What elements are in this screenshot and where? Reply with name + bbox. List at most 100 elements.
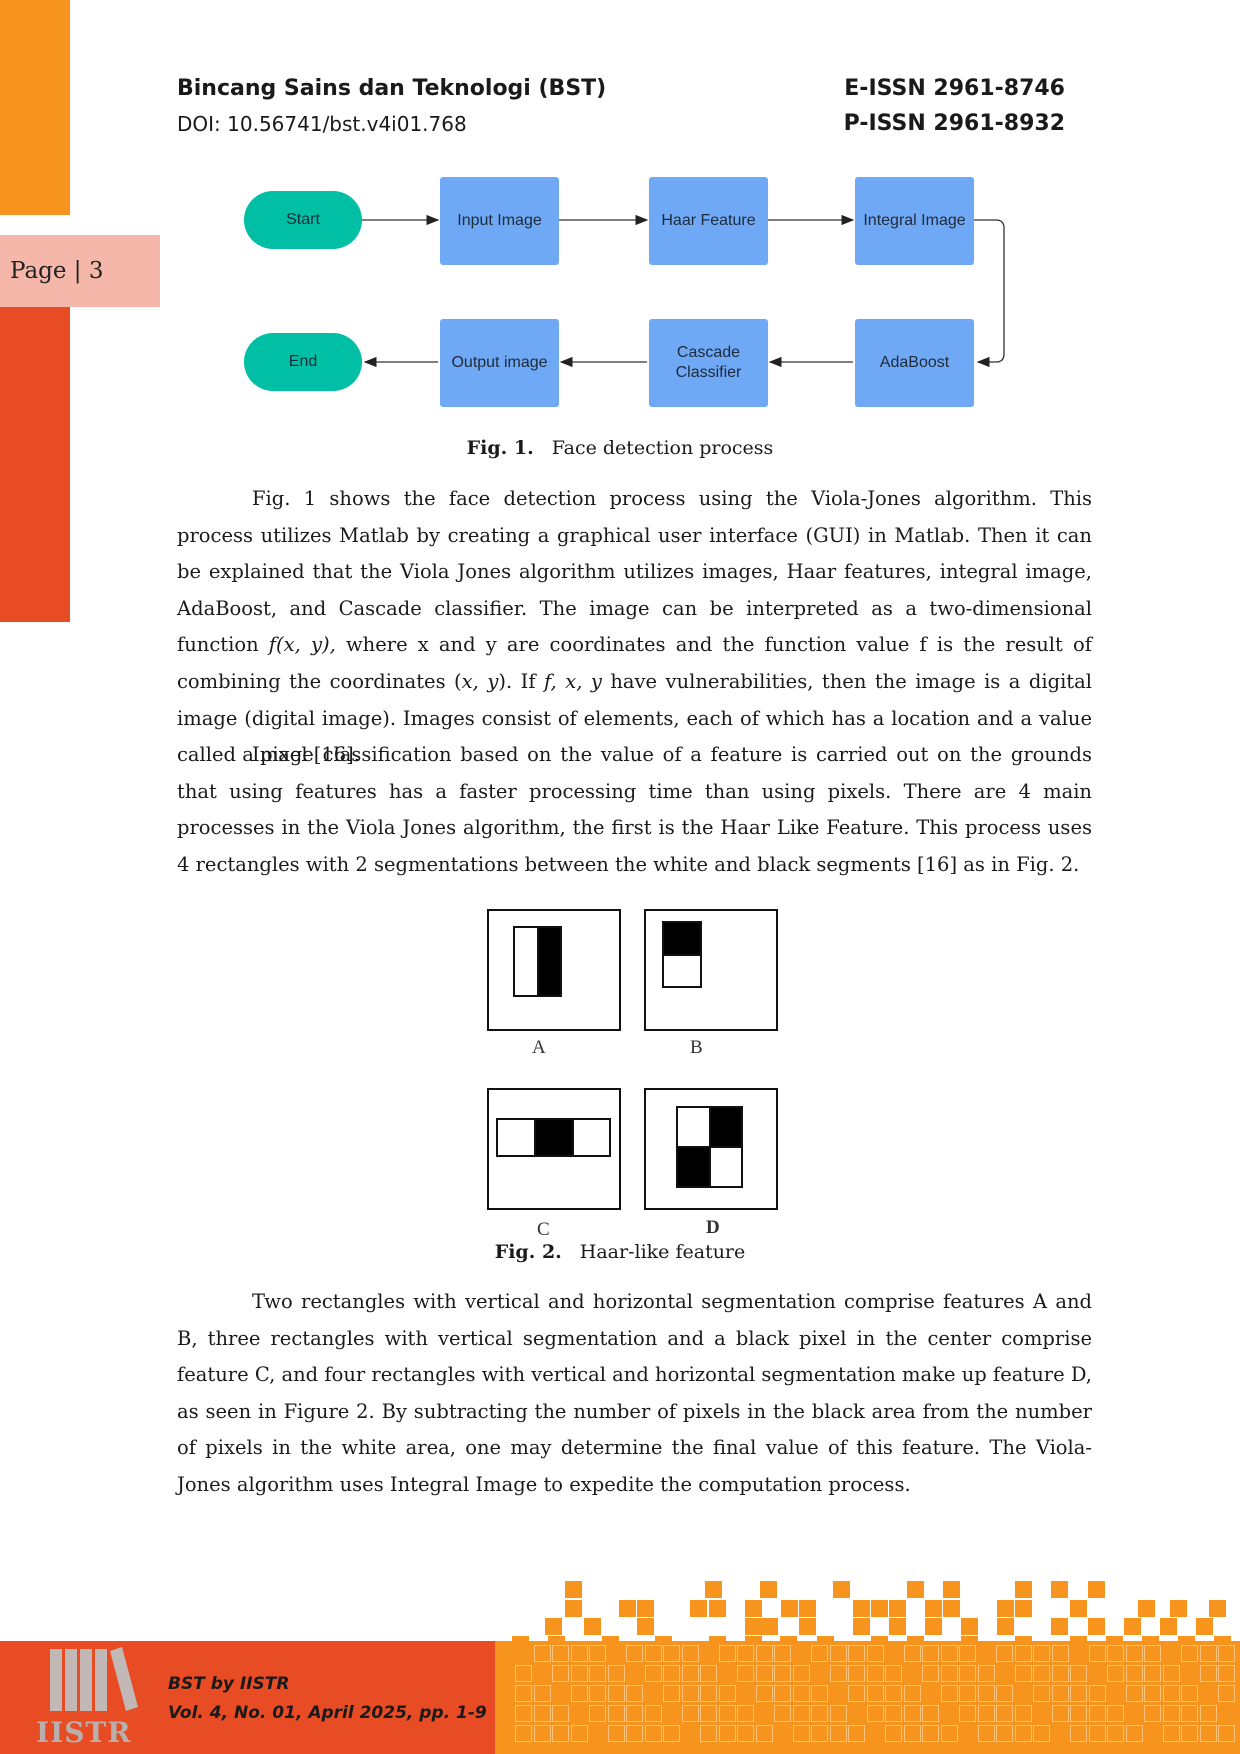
footer-pixel-outline [792, 1685, 810, 1702]
footer-pixel [1160, 1618, 1177, 1635]
footer-pixel-outline [681, 1665, 699, 1682]
node-start: Start [244, 191, 362, 249]
footer-pixel-outline [1125, 1685, 1143, 1702]
footer-pixel-outline [644, 1645, 662, 1662]
footer-pixel-outline [792, 1725, 810, 1742]
footer-pixel-outline [737, 1705, 754, 1722]
footer-pixel-outline [755, 1685, 773, 1702]
footer-pixel-outline [700, 1725, 717, 1742]
footer-pixel-outline [1181, 1685, 1198, 1702]
footer-pixel [745, 1636, 762, 1653]
footer-pixel-outline [774, 1645, 791, 1662]
footer-pixel [690, 1600, 707, 1617]
footer-pixel-outline [996, 1705, 1013, 1722]
footer-pixel-outline [1088, 1645, 1106, 1662]
footer-pixel-outline [533, 1705, 551, 1722]
footer-pixel-outline [626, 1725, 643, 1742]
footer-pixel-outline [903, 1725, 921, 1742]
p3-text: Two rectangles with vertical and horizon… [177, 1290, 1092, 1496]
footer-pixel [760, 1581, 777, 1598]
footer-pixel-outline [922, 1665, 939, 1682]
footer-pixel-outline [866, 1685, 884, 1702]
footer-pixel-outline [1144, 1645, 1161, 1662]
footer-pixel-outline [533, 1645, 551, 1662]
footer-pixel-outline [977, 1665, 995, 1682]
footer-pixel-outline [1088, 1705, 1106, 1722]
footer-pixel-outline [885, 1705, 902, 1722]
footer-pixel [833, 1581, 850, 1598]
node-cascade-line1: Cascade [676, 344, 741, 361]
footer-pixel [1070, 1600, 1087, 1617]
journal-title: Bincang Sains dan Teknologi (BST) [177, 76, 607, 101]
footer-pixel-outline [718, 1645, 736, 1662]
haar-d-black-bl [676, 1146, 711, 1188]
node-input-image: Input Image [440, 177, 559, 265]
footer-pixel-outline [755, 1725, 773, 1742]
haar-b-black [662, 921, 702, 956]
footer-pixel-outline [903, 1645, 921, 1662]
footer-pixel-outline [829, 1705, 847, 1722]
footer-pixel-outline [1088, 1725, 1106, 1742]
footer-pixel [565, 1581, 582, 1598]
fig1-caption: Fig. 1.Face detection process [0, 437, 1240, 459]
footer-pixel [871, 1636, 888, 1653]
footer-pixel-outline [663, 1645, 680, 1662]
fig2-number: Fig. 2. [494, 1241, 562, 1263]
footer-pixel-outline [663, 1665, 680, 1682]
footer-pixel-outline [607, 1705, 625, 1722]
footer-pixel-outline [1107, 1705, 1124, 1722]
footer-pixel-outline [866, 1705, 884, 1722]
footer-pixel-outline [1181, 1705, 1198, 1722]
footer-pixel [1015, 1636, 1032, 1653]
haar-c-black-center [534, 1118, 574, 1157]
eissn: E-ISSN 2961-8746 [844, 76, 1065, 101]
footer-pixel [1015, 1581, 1032, 1598]
footer-pixel [889, 1618, 906, 1635]
footer-pixel-outline [515, 1725, 532, 1742]
footer-pixel-outline [903, 1705, 921, 1722]
footer-pixel-outline [1014, 1665, 1032, 1682]
footer-pixel [512, 1636, 529, 1653]
footer-pixel-outline [1181, 1645, 1198, 1662]
footer-pixel-outline [1070, 1705, 1087, 1722]
footer-pixel-outline [1033, 1645, 1050, 1662]
footer-pixel-outline [1125, 1725, 1143, 1742]
footer-pixel-outline [885, 1665, 902, 1682]
footer-pixel-outline [755, 1645, 773, 1662]
footer-pixel-outline [1014, 1725, 1032, 1742]
footer-pixel [1015, 1600, 1032, 1617]
node-end: End [244, 333, 362, 391]
footer-pixel-outline [552, 1665, 569, 1682]
footer-pixel-outline [1070, 1665, 1087, 1682]
footer-pixel-outline [1199, 1705, 1217, 1722]
footer-pixel [1106, 1636, 1123, 1653]
footer-pixel-outline [644, 1705, 662, 1722]
footer-pixel-outline [1218, 1665, 1235, 1682]
footer-pixel [997, 1618, 1014, 1635]
footer-pixel [619, 1600, 636, 1617]
footer-pixel-outline [737, 1725, 754, 1742]
footer-pixel-outline [1107, 1665, 1124, 1682]
haar-c-white-right [572, 1118, 611, 1157]
haar-feature-a [487, 909, 621, 1031]
footer-pixel-outline [1070, 1685, 1087, 1702]
footer-pixel [655, 1636, 672, 1653]
pissn: P-ISSN 2961-8932 [843, 111, 1065, 136]
footer-pixel-outline [774, 1685, 791, 1702]
footer-pixel-outline [977, 1725, 995, 1742]
footer-pixel-outline [663, 1685, 680, 1702]
footer-pixel-outline [700, 1685, 717, 1702]
footer-pixel-outline [1218, 1685, 1235, 1702]
footer-pixel-outline [959, 1685, 976, 1702]
p1-text-b: where x and y are coordinates and the fu… [177, 633, 1092, 693]
haar-feature-b [644, 909, 778, 1031]
footer-pixel-outline [829, 1645, 847, 1662]
footer-pixel [637, 1618, 654, 1635]
p1-fxy2: f, x, y [544, 669, 602, 693]
footer-pixel [545, 1618, 562, 1635]
haar-feature-d [644, 1088, 778, 1210]
footer-pixel-outline [1033, 1685, 1050, 1702]
haar-label-c: C [537, 1219, 550, 1240]
p1-fxy: f(x, y), [268, 633, 336, 657]
paragraph-3: Two rectangles with vertical and horizon… [177, 1284, 1092, 1504]
